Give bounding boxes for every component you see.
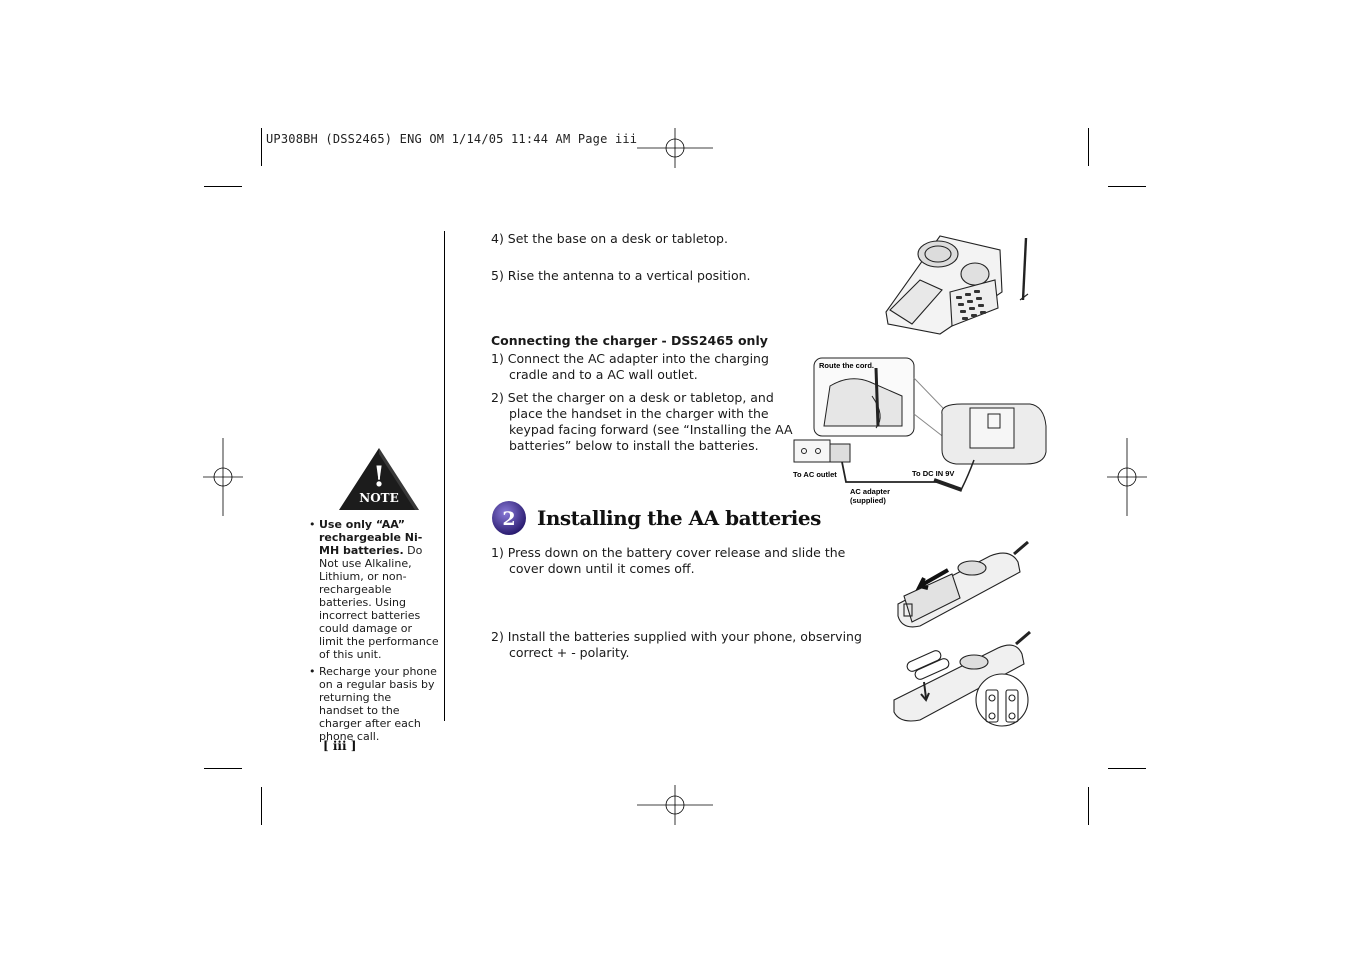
print-slug: UP308BH (DSS2465) ENG OM 1/14/05 11:44 A… [266,132,638,146]
section-title: Installing the AA batteries [537,506,821,530]
battery-step-2: 2) Install the batteries supplied with y… [491,629,862,660]
note-label: NOTE [359,491,399,505]
charger-heading: Connecting the charger - DSS2465 only [491,333,768,348]
note-exclamation: ! [373,460,385,493]
note-item-batteries: Use only “AA” rechargeable Ni-MH batteri… [309,518,439,661]
battery-step-1: 1) Press down on the battery cover relea… [491,545,846,576]
battery-install-illustration [893,630,1031,727]
step-raise-antenna: 5) Rise the antenna to a vertical positi… [491,268,751,283]
note-list: Use only “AA” rechargeable Ni-MH batteri… [309,518,439,747]
phone-base-illustration [885,235,1029,335]
step-set-base: 4) Set the base on a desk or tabletop. [491,231,728,246]
charger-connection-diagram: Route the cord. To AC outlet To DC IN 9V… [793,357,1047,505]
section-number: 2 [502,508,515,530]
page-number: [ iii ] [323,739,357,753]
label-ac-outlet: To AC outlet [793,470,837,479]
section-number-badge: 2 [492,501,526,535]
label-route-cord: Route the cord. [819,361,874,370]
note-item-batteries-bold: Use only “AA” rechargeable Ni-MH batteri… [319,518,423,557]
note-item-batteries-rest: Do Not use Alkaline, Lithium, or non-rec… [319,544,439,661]
battery-cover-illustration [897,540,1029,628]
label-dc-in: To DC IN 9V [912,469,954,478]
label-ac-adapter: AC adapter [850,487,890,496]
note-item-recharge: Recharge your phone on a regular basis b… [309,665,439,743]
charger-step-2: 2) Set the charger on a desk or tabletop… [491,390,793,453]
note-warning-icon: ! NOTE [339,448,419,510]
charger-step-1: 1) Connect the AC adapter into the charg… [491,351,769,382]
label-supplied: (supplied) [850,496,886,505]
column-divider [444,231,445,721]
